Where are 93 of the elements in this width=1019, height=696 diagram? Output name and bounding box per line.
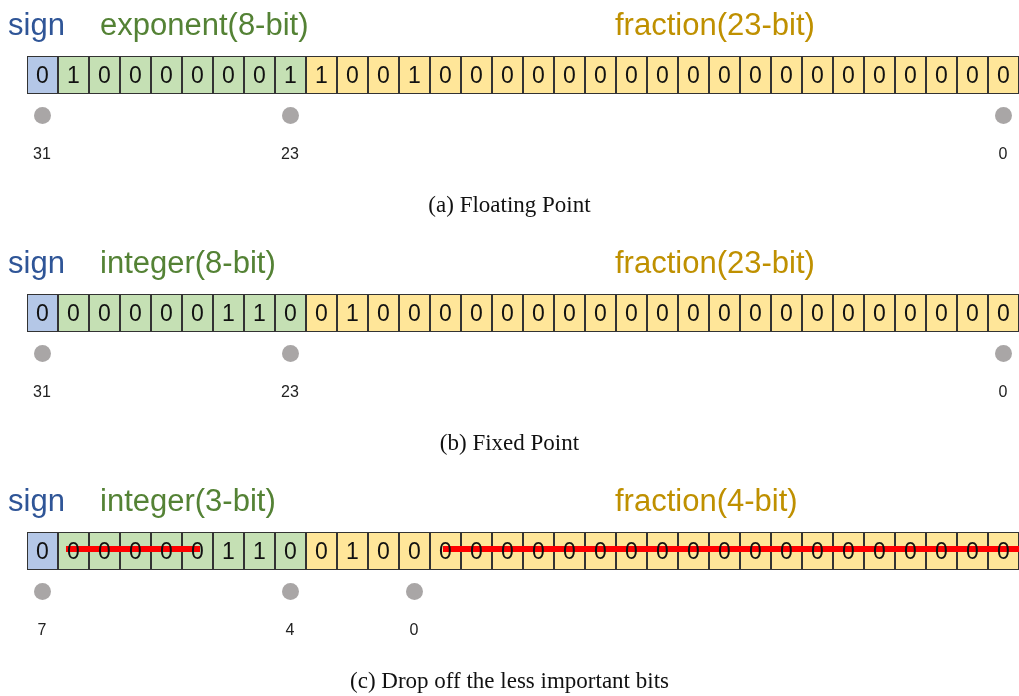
bit-cell: 0 xyxy=(678,56,709,94)
bit-cell: 0 xyxy=(678,294,709,332)
bit-cell: 0 xyxy=(616,56,647,94)
bit-cell: 0 xyxy=(368,294,399,332)
field-label: fraction(23-bit) xyxy=(615,246,815,280)
caption: (a) Floating Point xyxy=(427,192,592,218)
bit-index: 23 xyxy=(281,383,299,401)
bit-cell: 0 xyxy=(957,294,988,332)
bit-cell: 0 xyxy=(895,56,926,94)
bit-cell: 0 xyxy=(802,56,833,94)
field-label: sign xyxy=(8,484,65,518)
bit-cell: 0 xyxy=(740,294,771,332)
bit-cell: 0 xyxy=(833,294,864,332)
bit-index: 0 xyxy=(998,145,1008,163)
bit-cell: 0 xyxy=(740,56,771,94)
bit-cell: 0 xyxy=(492,294,523,332)
bit-cell: 0 xyxy=(306,294,337,332)
bit-cell: 0 xyxy=(957,56,988,94)
bit-cell: 0 xyxy=(337,56,368,94)
bit-cell: 0 xyxy=(368,532,399,570)
bit-cell: 0 xyxy=(771,56,802,94)
field-label: sign xyxy=(8,8,65,42)
bit-cell: 1 xyxy=(213,294,244,332)
field-label: integer(3-bit) xyxy=(100,484,276,518)
field-label: fraction(23-bit) xyxy=(615,8,815,42)
bit-cell: 1 xyxy=(399,56,430,94)
field-label: fraction(4-bit) xyxy=(615,484,798,518)
bit-cell: 0 xyxy=(27,532,58,570)
bit-cell: 0 xyxy=(58,294,89,332)
caption: (c) Drop off the less important bits xyxy=(349,668,670,694)
bit-index: 4 xyxy=(285,621,295,639)
bit-cell: 0 xyxy=(926,294,957,332)
bit-cell: 1 xyxy=(244,294,275,332)
bit-cell: 1 xyxy=(337,294,368,332)
bit-cell: 0 xyxy=(182,56,213,94)
bit-cell: 0 xyxy=(244,56,275,94)
bit-cell: 0 xyxy=(585,56,616,94)
bit-cell: 0 xyxy=(492,56,523,94)
bit-cell: 1 xyxy=(275,56,306,94)
bit-cell: 0 xyxy=(306,532,337,570)
bit-cell: 0 xyxy=(430,56,461,94)
bit-index: 23 xyxy=(281,145,299,163)
bit-cell: 0 xyxy=(151,294,182,332)
bit-cell: 0 xyxy=(523,294,554,332)
bit-cell: 0 xyxy=(120,294,151,332)
field-label: sign xyxy=(8,246,65,280)
bit-cell: 0 xyxy=(988,294,1019,332)
bit-cell: 0 xyxy=(27,294,58,332)
bit-cell: 0 xyxy=(89,294,120,332)
bit-cell: 0 xyxy=(523,56,554,94)
bit-cell: 1 xyxy=(337,532,368,570)
bit-cell: 0 xyxy=(616,294,647,332)
bit-cell: 0 xyxy=(647,56,678,94)
bit-cell: 0 xyxy=(89,56,120,94)
bit-cell: 1 xyxy=(244,532,275,570)
bit-cell: 0 xyxy=(833,56,864,94)
bit-index: 7 xyxy=(37,621,47,639)
field-label: integer(8-bit) xyxy=(100,246,276,280)
bit-cell: 0 xyxy=(461,56,492,94)
bit-cell: 0 xyxy=(864,56,895,94)
bit-cell: 0 xyxy=(771,294,802,332)
bit-cell: 0 xyxy=(554,56,585,94)
bit-cell: 0 xyxy=(802,294,833,332)
bit-cell: 0 xyxy=(430,294,461,332)
bit-cell: 0 xyxy=(368,56,399,94)
bit-cell: 0 xyxy=(120,56,151,94)
bit-cell: 0 xyxy=(895,294,926,332)
bit-cell: 0 xyxy=(27,56,58,94)
bit-index: 0 xyxy=(409,621,419,639)
bit-cell: 1 xyxy=(58,56,89,94)
bit-cell: 0 xyxy=(926,56,957,94)
bit-cell: 0 xyxy=(275,532,306,570)
bit-cell: 0 xyxy=(709,294,740,332)
bit-cell: 0 xyxy=(275,294,306,332)
bit-cell: 0 xyxy=(461,294,492,332)
bit-cell: 0 xyxy=(182,294,213,332)
bit-index: 31 xyxy=(33,145,51,163)
bit-cell: 0 xyxy=(864,294,895,332)
bit-cell: 0 xyxy=(709,56,740,94)
bit-cell: 0 xyxy=(554,294,585,332)
bit-cell: 0 xyxy=(647,294,678,332)
bit-cell: 1 xyxy=(306,56,337,94)
bit-cell: 1 xyxy=(213,532,244,570)
bit-index: 31 xyxy=(33,383,51,401)
bit-cell: 0 xyxy=(399,294,430,332)
field-label: exponent(8-bit) xyxy=(100,8,309,42)
bit-cell: 0 xyxy=(399,532,430,570)
caption: (b) Fixed Point xyxy=(438,430,581,456)
bit-cell: 0 xyxy=(213,56,244,94)
bit-cell: 0 xyxy=(585,294,616,332)
bit-index: 0 xyxy=(998,383,1008,401)
bit-cell: 0 xyxy=(988,56,1019,94)
bit-cell: 0 xyxy=(151,56,182,94)
